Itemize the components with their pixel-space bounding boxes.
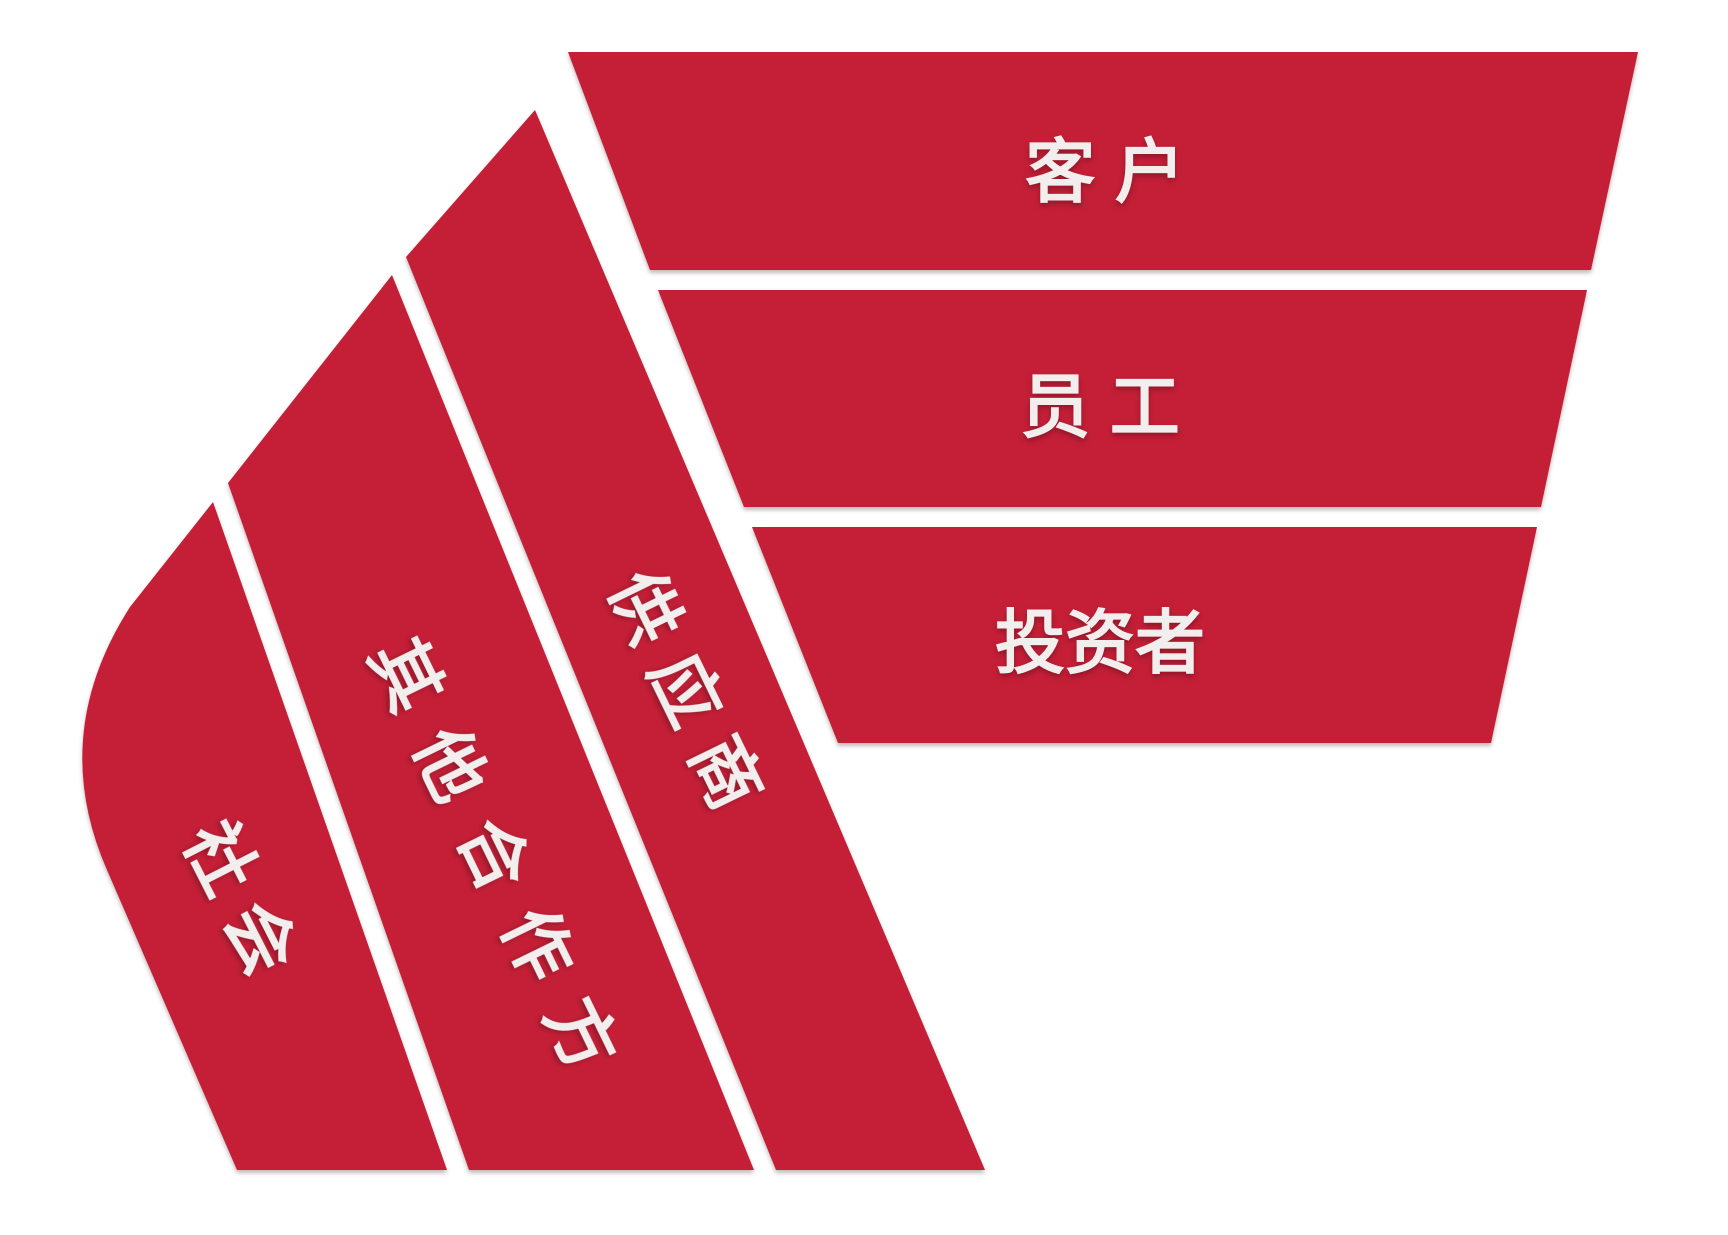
band-investors-shape: [752, 527, 1537, 743]
band-investors-label: 投资者: [995, 604, 1205, 682]
band-employees-shape: [658, 290, 1587, 507]
band-other-partners-shape: [228, 275, 754, 1170]
band-customers-shape: [568, 52, 1638, 270]
band-society-shape: [82, 502, 447, 1170]
band-employees-label: 员 工: [1020, 368, 1179, 446]
band-customers-label: 客 户: [1025, 133, 1184, 211]
band-suppliers-shape: [406, 110, 985, 1170]
